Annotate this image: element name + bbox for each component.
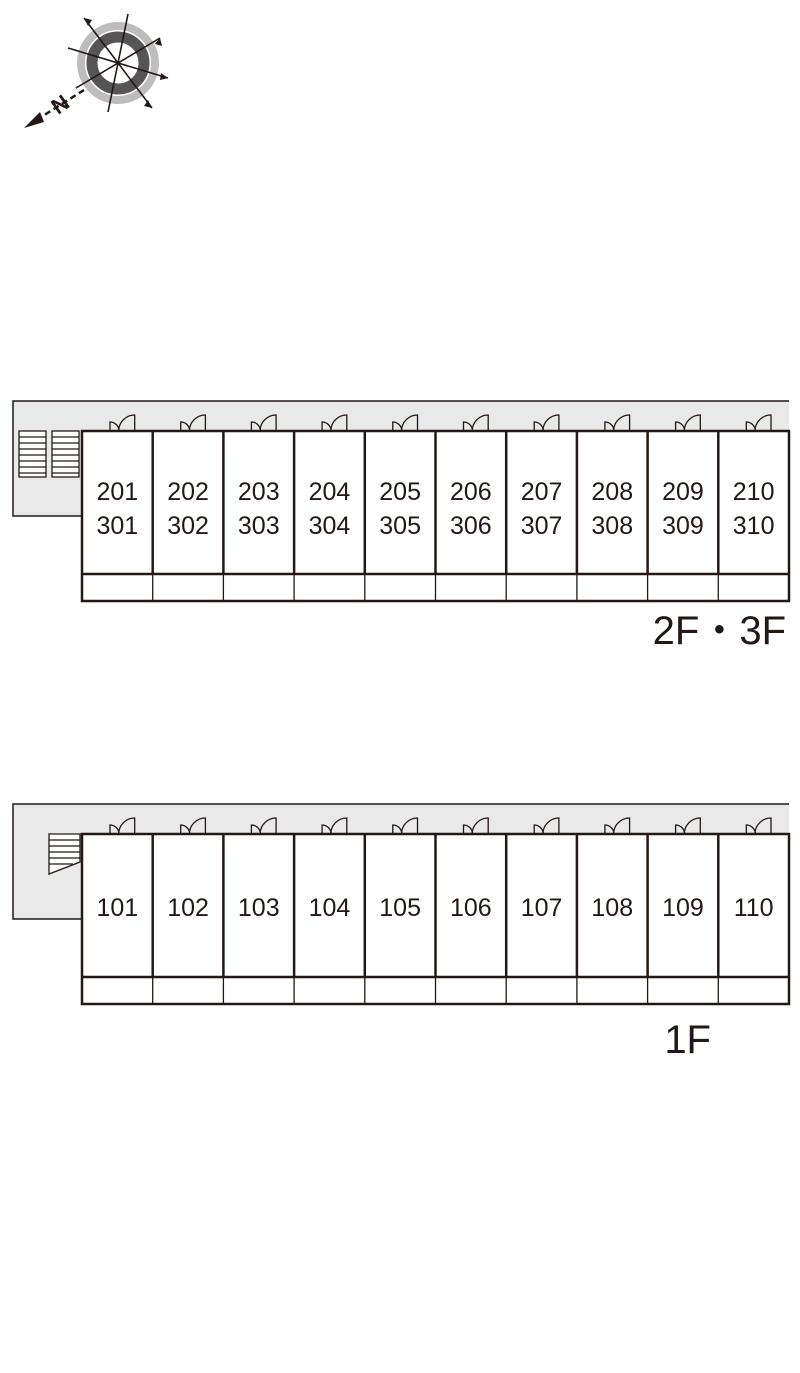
door-icon <box>745 817 772 835</box>
door-icon <box>533 817 560 835</box>
unit-number: 206 <box>450 478 492 506</box>
unit-106: 106 <box>434 817 492 1004</box>
ground-unit-row: 101 102 103 104 105 106 107 108 109 110 <box>80 817 791 1006</box>
door-icon <box>321 817 348 835</box>
door-icon <box>745 414 772 432</box>
door-icon <box>180 414 207 432</box>
unit-number: 306 <box>450 512 492 540</box>
unit-number: 103 <box>238 894 280 922</box>
unit-number: 201 <box>96 478 138 506</box>
unit-number: 205 <box>379 478 421 506</box>
unit-number: 106 <box>450 894 492 922</box>
unit-107: 107 <box>504 817 563 1004</box>
door-icon <box>180 817 207 835</box>
unit-number: 107 <box>521 894 563 922</box>
door-icon <box>109 414 136 432</box>
floor-label-upper: 2F・3F <box>653 609 786 653</box>
door-icon <box>392 817 419 835</box>
unit-number: 102 <box>167 894 209 922</box>
unit-number: 104 <box>309 894 351 922</box>
unit-105: 105 <box>363 817 421 1004</box>
door-icon <box>462 817 489 835</box>
unit-number: 204 <box>309 478 351 506</box>
door-icon <box>250 414 277 432</box>
unit-number: 309 <box>662 512 704 540</box>
unit-number: 307 <box>521 512 563 540</box>
unit-number: 110 <box>734 894 774 922</box>
unit-109: 109 <box>646 817 704 1004</box>
door-icon <box>604 817 631 835</box>
door-icon <box>109 817 136 835</box>
unit-number: 304 <box>309 512 351 540</box>
unit-number: 202 <box>167 478 209 506</box>
unit-number: 303 <box>238 512 280 540</box>
unit-108: 108 <box>575 817 633 1004</box>
compass-rose-icon: N <box>24 13 169 128</box>
unit-number: 203 <box>238 478 280 506</box>
unit-104: 104 <box>292 817 351 1004</box>
door-icon <box>674 414 701 432</box>
ground-floor-plan: 101 102 103 104 105 106 107 108 109 110 1F <box>12 803 791 1062</box>
upper-floor-plan: 2013012023022033032043042053052063062073… <box>12 400 791 653</box>
unit-number: 305 <box>379 512 421 540</box>
door-icon <box>250 817 277 835</box>
unit-number: 108 <box>591 894 633 922</box>
floor-label-ground: 1F <box>664 1018 711 1062</box>
unit-number: 301 <box>96 512 138 540</box>
unit-110: 110 <box>717 817 774 1004</box>
unit-101: 101 <box>96 817 138 922</box>
staircase-icon <box>48 833 81 875</box>
door-icon <box>462 414 489 432</box>
door-icon <box>604 414 631 432</box>
unit-number: 209 <box>662 478 704 506</box>
staircase-icon <box>18 430 80 478</box>
door-icon <box>674 817 701 835</box>
compass-north-letter: N <box>47 90 74 120</box>
unit-number: 101 <box>96 894 138 922</box>
unit-number: 207 <box>521 478 563 506</box>
upper-unit-row: 2013012023022033032043042053052063062073… <box>80 414 791 603</box>
unit-number: 105 <box>379 894 421 922</box>
unit-103: 103 <box>222 817 280 1004</box>
door-icon <box>321 414 348 432</box>
unit-number: 302 <box>167 512 209 540</box>
unit-102: 102 <box>151 817 209 1004</box>
unit-number: 308 <box>591 512 633 540</box>
door-icon <box>533 414 560 432</box>
unit-number: 210 <box>733 478 775 506</box>
unit-number: 310 <box>733 512 775 540</box>
unit-number: 208 <box>591 478 633 506</box>
door-icon <box>392 414 419 432</box>
unit-number: 109 <box>662 894 704 922</box>
